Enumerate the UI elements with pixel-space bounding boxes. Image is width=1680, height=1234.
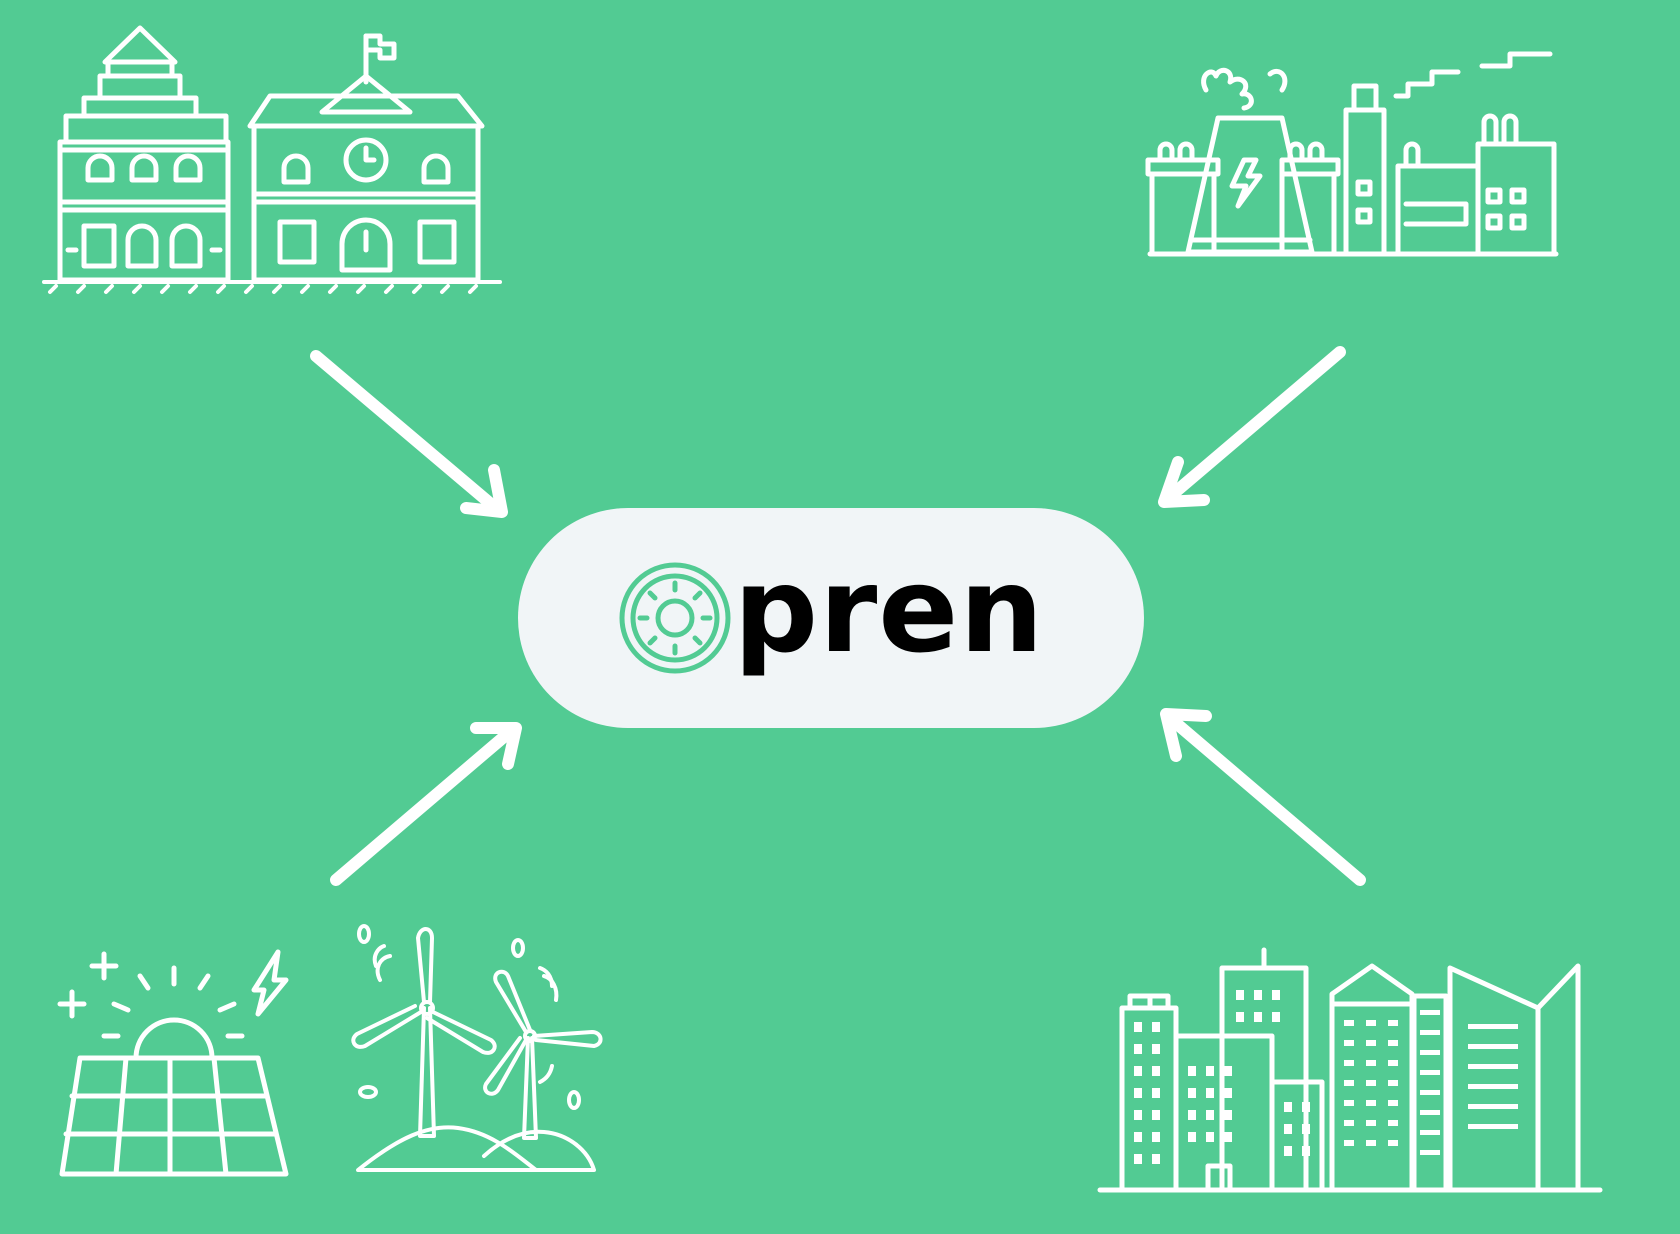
arrow-top-right-to-center <box>1158 346 1346 508</box>
historic-buildings-icon <box>42 25 502 294</box>
arrow-bottom-left-to-center <box>330 722 522 886</box>
city-skyscrapers-icon <box>1097 947 1603 1193</box>
arrow-top-left-to-center <box>310 350 508 518</box>
city-windows <box>1134 990 1518 1164</box>
power-plant-factory-icon <box>1145 51 1559 257</box>
arrow-bottom-right-to-center <box>1160 708 1366 886</box>
brand-name: pren <box>733 541 1045 679</box>
sun-ring-icon <box>619 562 731 674</box>
brand-pill: pren <box>518 508 1144 728</box>
brand-logo: pren <box>618 551 1045 677</box>
solar-wind-energy-icon <box>57 924 603 1177</box>
